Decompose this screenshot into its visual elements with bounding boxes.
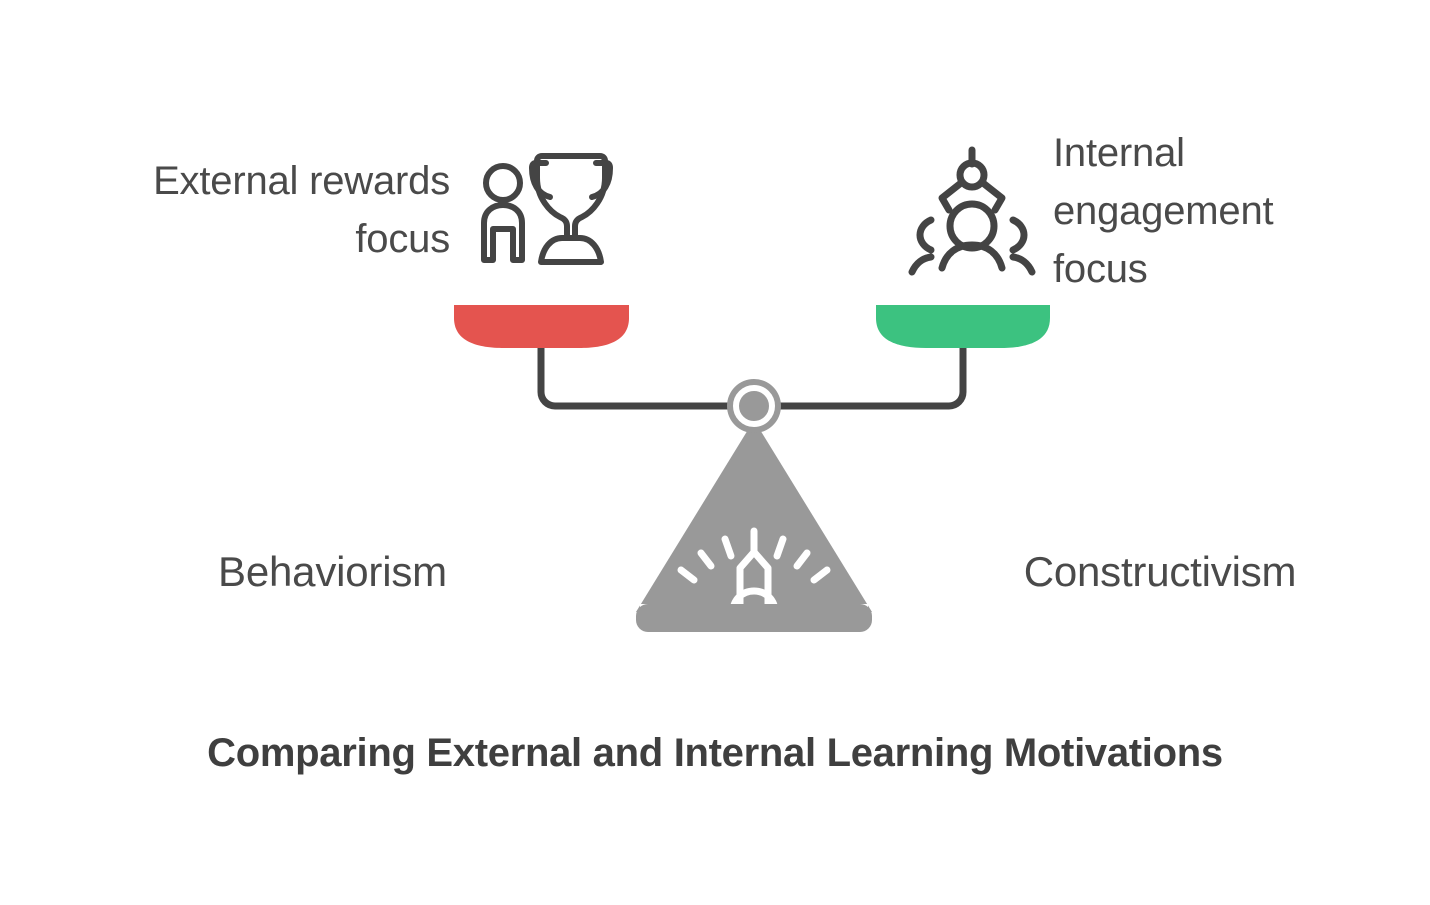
left-pan-label: External rewards focus — [40, 152, 450, 268]
fulcrum-triangle — [636, 420, 872, 612]
right-pan-label-line-1: Internal — [1053, 131, 1185, 175]
person-with-trophy-icon — [472, 150, 624, 278]
left-pan-label-line-1: External rewards — [153, 159, 450, 203]
right-pan-label: Internal engagement focus — [1053, 124, 1393, 298]
left-pan[interactable] — [454, 305, 629, 348]
scale-base — [636, 604, 872, 632]
right-theory-label: Constructivism — [1023, 548, 1297, 595]
right-pan[interactable] — [876, 305, 1050, 348]
left-beam-arm — [537, 348, 728, 410]
diagram-caption: Comparing External and Internal Learning… — [207, 731, 1223, 775]
left-pan-label-line-2: focus — [355, 217, 450, 261]
right-beam-arm — [778, 348, 967, 410]
pivot-ring — [733, 385, 775, 427]
right-pan-label-line-2: engagement — [1053, 189, 1274, 233]
left-theory-label: Behaviorism — [218, 548, 447, 595]
team-collaboration-icon — [898, 142, 1046, 288]
right-pan-label-line-3: focus — [1053, 247, 1148, 291]
